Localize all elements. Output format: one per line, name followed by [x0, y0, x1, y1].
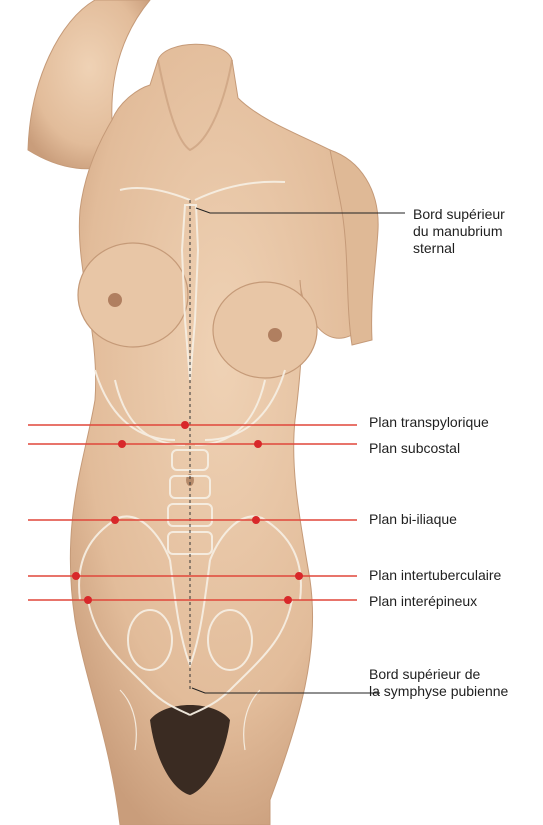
label-manubrium-upper-border: Bord supérieur du manubrium sternal [413, 206, 505, 257]
label-interspinous-plane: Plan interépineux [369, 593, 477, 610]
subcostal-dot-right [118, 440, 126, 448]
label-biiliac-plane: Plan bi-iliaque [369, 511, 457, 528]
label-subcostal-plane: Plan subcostal [369, 440, 460, 457]
torso-silhouette [28, 0, 378, 825]
tubercle-dot-right [72, 572, 80, 580]
spine-dot-right [84, 596, 92, 604]
label-transpyloric-plane: Plan transpylorique [369, 414, 489, 431]
iliac-crest-dot-left [252, 516, 260, 524]
label-pubic-symphysis-upper-border: Bord supérieur de la symphyse pubienne [369, 666, 508, 700]
transpyloric-dot [181, 421, 189, 429]
label-intertubercular-plane: Plan intertuberculaire [369, 567, 501, 584]
iliac-crest-dot-right [111, 516, 119, 524]
tubercle-dot-left [295, 572, 303, 580]
subcostal-dot-left [254, 440, 262, 448]
spine-dot-left [284, 596, 292, 604]
